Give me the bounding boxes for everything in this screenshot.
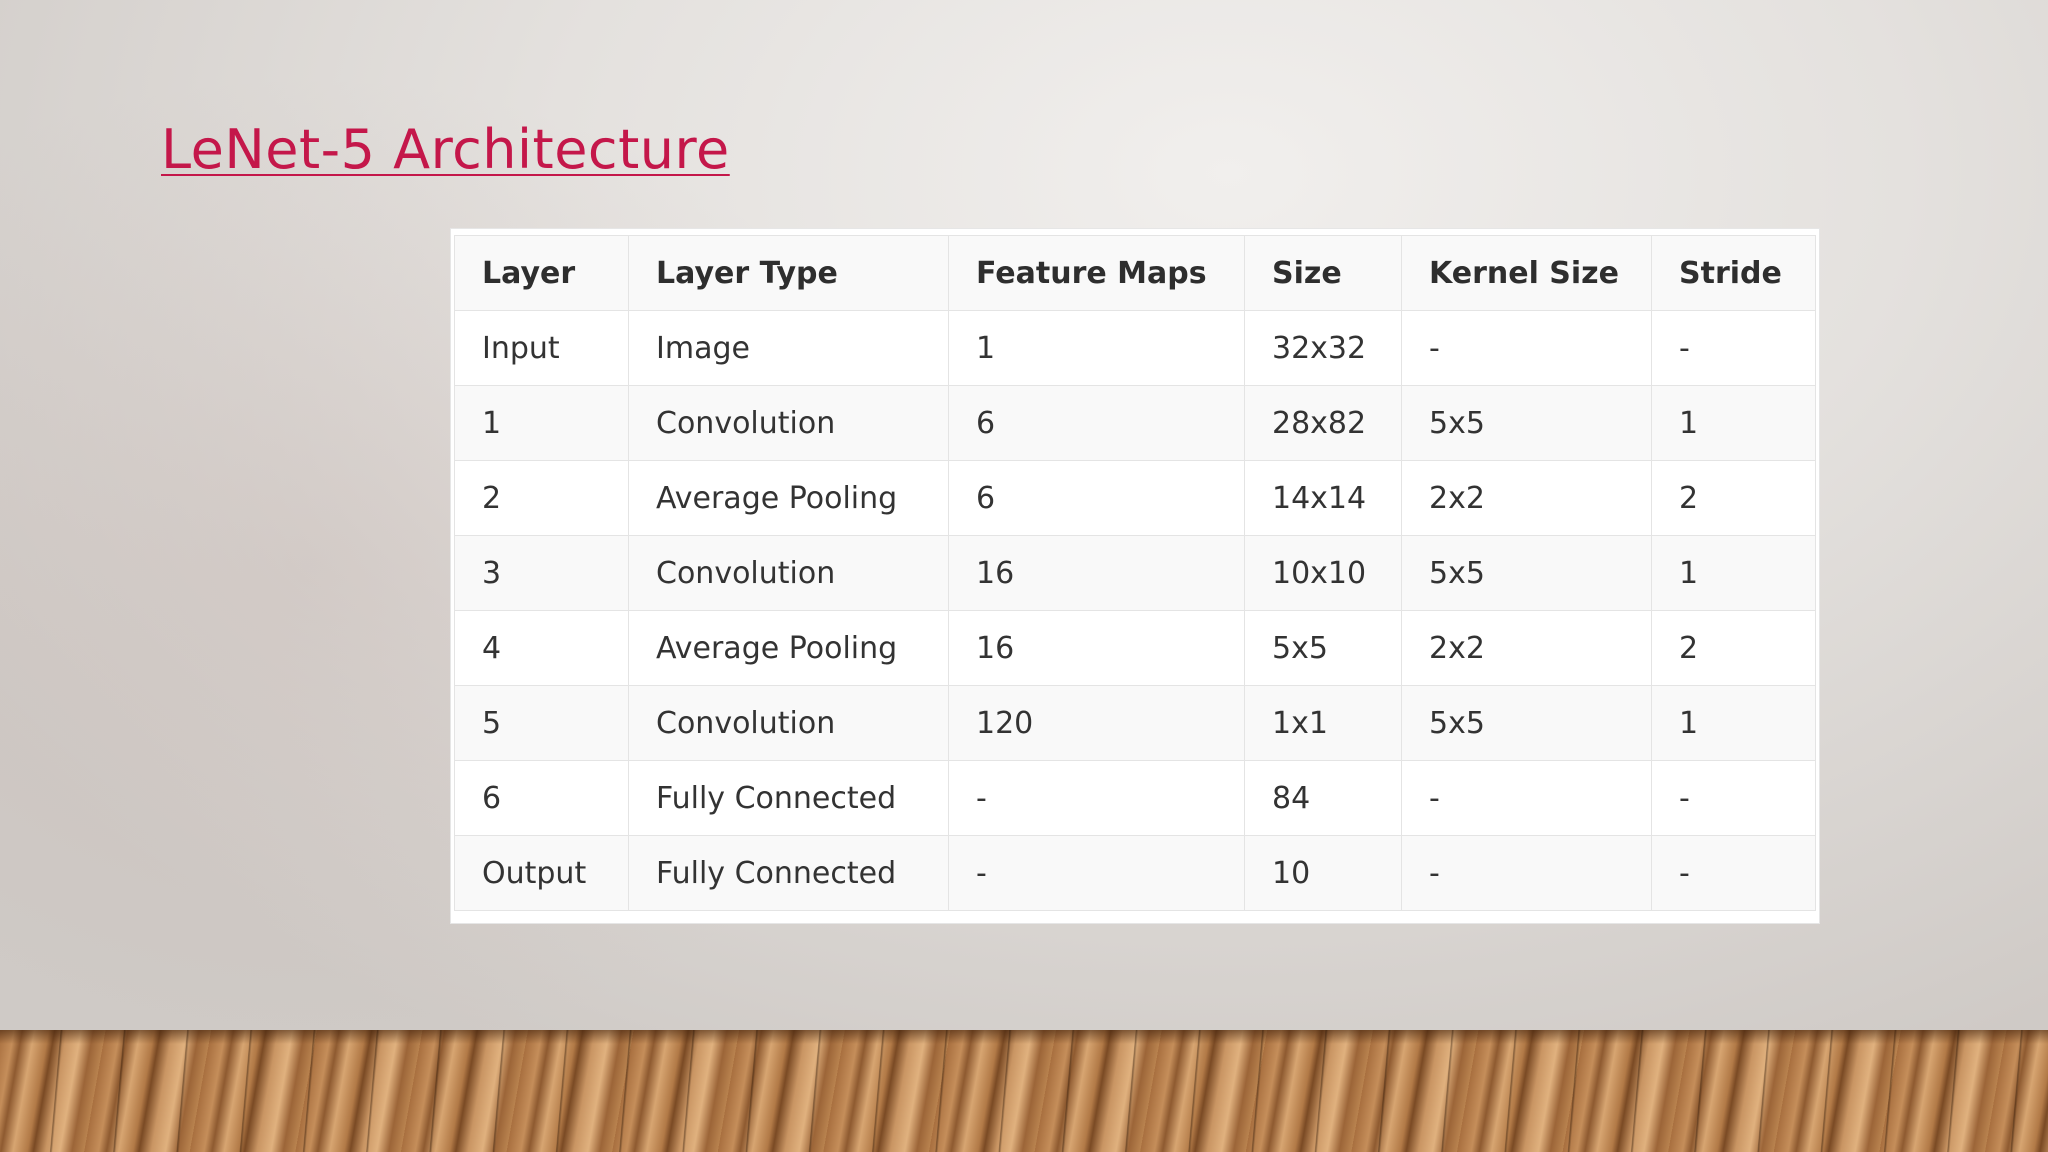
table-row: 5 Convolution 120 1x1 5x5 1 <box>454 685 1816 761</box>
table-row: 2 Average Pooling 6 14x14 2x2 2 <box>454 460 1816 536</box>
table-cell: 1 <box>1651 685 1816 761</box>
table-cell: Convolution <box>628 535 949 611</box>
table-cell: 2x2 <box>1401 610 1652 686</box>
table-cell: - <box>1401 835 1652 911</box>
table-cell: 2 <box>1651 460 1816 536</box>
table-cell: 1 <box>948 310 1245 386</box>
header-cell: Size <box>1244 235 1402 311</box>
table-cell: - <box>1651 760 1816 836</box>
header-cell: Layer <box>454 235 629 311</box>
table-cell: Convolution <box>628 385 949 461</box>
table-cell: Input <box>454 310 629 386</box>
table-row: Input Image 1 32x32 - - <box>454 310 1816 386</box>
table-cell: 5x5 <box>1244 610 1402 686</box>
table-cell: 16 <box>948 610 1245 686</box>
table-cell: 14x14 <box>1244 460 1402 536</box>
table-cell: - <box>1651 835 1816 911</box>
table-cell: Fully Connected <box>628 760 949 836</box>
table-cell: - <box>1401 760 1652 836</box>
table-cell: 1 <box>1651 535 1816 611</box>
table-cell: 10 <box>1244 835 1402 911</box>
slide-title: LeNet-5 Architecture <box>161 118 730 181</box>
table-cell: Average Pooling <box>628 610 949 686</box>
table-row: 3 Convolution 16 10x10 5x5 1 <box>454 535 1816 611</box>
table-row: 4 Average Pooling 16 5x5 2x2 2 <box>454 610 1816 686</box>
table-cell: Output <box>454 835 629 911</box>
table-cell: 1 <box>1651 385 1816 461</box>
table-cell: 1 <box>454 385 629 461</box>
header-cell: Feature Maps <box>948 235 1245 311</box>
table-cell: 28x82 <box>1244 385 1402 461</box>
table-cell: 3 <box>454 535 629 611</box>
wood-floor <box>0 1030 2048 1152</box>
table-cell: 2 <box>1651 610 1816 686</box>
table-cell: 6 <box>948 460 1245 536</box>
table-card: Layer Layer Type Feature Maps Size Kerne… <box>451 229 1819 923</box>
table-cell: 16 <box>948 535 1245 611</box>
header-cell: Layer Type <box>628 235 949 311</box>
table-cell: Convolution <box>628 685 949 761</box>
table-cell: - <box>948 835 1245 911</box>
table-cell: 5x5 <box>1401 385 1652 461</box>
header-cell: Stride <box>1651 235 1816 311</box>
table-cell: 5x5 <box>1401 535 1652 611</box>
table-cell: 6 <box>948 385 1245 461</box>
table-cell: Fully Connected <box>628 835 949 911</box>
table-cell: - <box>948 760 1245 836</box>
table-cell: 1x1 <box>1244 685 1402 761</box>
table-cell: - <box>1651 310 1816 386</box>
table-cell: 4 <box>454 610 629 686</box>
table-cell: 84 <box>1244 760 1402 836</box>
table-row: Output Fully Connected - 10 - - <box>454 835 1816 911</box>
table-cell: 5x5 <box>1401 685 1652 761</box>
table-cell: 2x2 <box>1401 460 1652 536</box>
table-row: 6 Fully Connected - 84 - - <box>454 760 1816 836</box>
table-cell: 5 <box>454 685 629 761</box>
header-cell: Kernel Size <box>1401 235 1652 311</box>
table-cell: Image <box>628 310 949 386</box>
table-cell: 10x10 <box>1244 535 1402 611</box>
table-cell: 120 <box>948 685 1245 761</box>
table-header-row: Layer Layer Type Feature Maps Size Kerne… <box>454 235 1816 311</box>
lenet-table: Layer Layer Type Feature Maps Size Kerne… <box>454 235 1816 911</box>
table-cell: 2 <box>454 460 629 536</box>
table-row: 1 Convolution 6 28x82 5x5 1 <box>454 385 1816 461</box>
table-cell: 32x32 <box>1244 310 1402 386</box>
table-cell: 6 <box>454 760 629 836</box>
table-cell: Average Pooling <box>628 460 949 536</box>
table-cell: - <box>1401 310 1652 386</box>
